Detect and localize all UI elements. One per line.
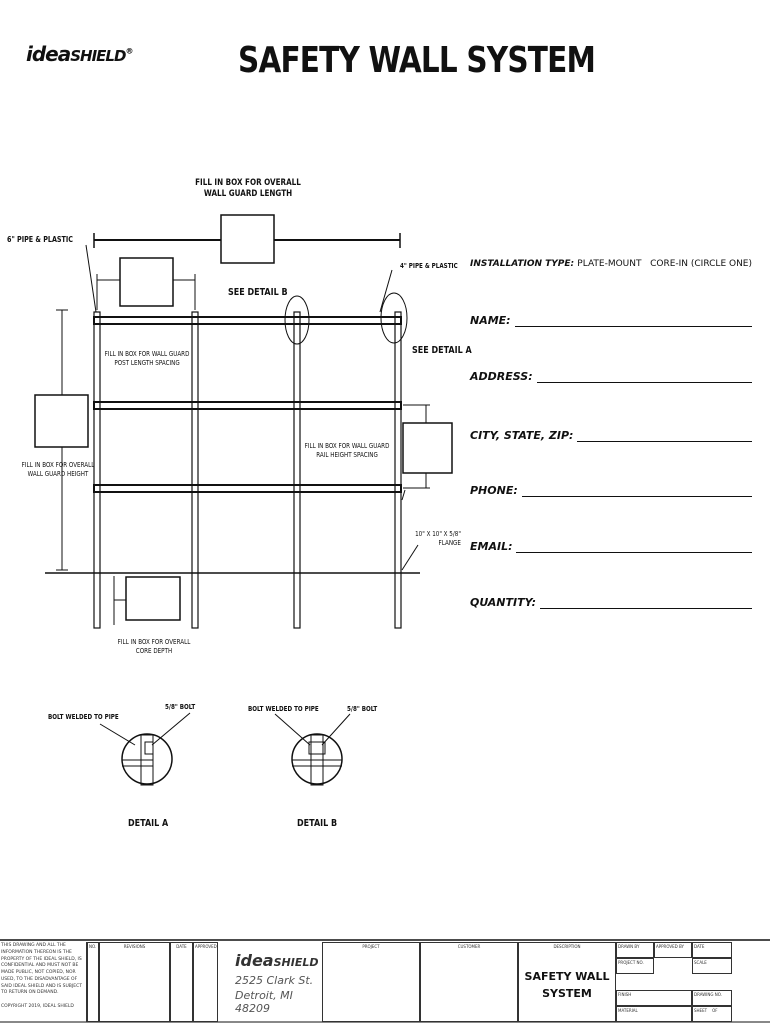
ideal-shield-logo: ideaSHIELD®	[26, 42, 133, 67]
drawn-by: DRAWN BY	[616, 942, 654, 958]
bolt-a-label: 5/8" BOLT	[165, 703, 196, 711]
address-line-2: Detroit, MI 48209	[235, 989, 293, 1015]
date-cell: DATE	[692, 942, 732, 958]
approved-by: APPROVED BY	[654, 942, 692, 958]
col-project: PROJECT	[322, 942, 420, 1022]
col-approved: APPROVED	[193, 942, 218, 1022]
tb-logo-right: SHIELD	[273, 956, 319, 969]
col-description: DESCRIPTION SAFETY WALL SYSTEM	[518, 942, 616, 1022]
flange-label: 10" X 10" X 5/8" FLANGE	[415, 530, 461, 547]
logo-reg: ®	[125, 46, 133, 56]
post-spacing-box[interactable]	[119, 257, 174, 307]
weld-a-label: BOLT WELDED TO PIPE	[48, 713, 119, 721]
col-customer: CUSTOMER	[420, 942, 518, 1022]
sheet-label: SHEET	[694, 1008, 708, 1013]
post-spacing-label: FILL IN BOX FOR WALL GUARD POST LENGTH S…	[104, 350, 190, 367]
tb-logo-left: idea	[235, 951, 274, 970]
bolt-b-label: 5/8" BOLT	[347, 705, 378, 713]
posts	[93, 311, 402, 629]
company-block: ideaSHIELD 2525 Clark St. Detroit, MI 48…	[218, 942, 322, 1022]
see-detail-a: SEE DETAIL A	[412, 345, 472, 356]
city-label: CITY, STATE, ZIP:	[470, 429, 574, 442]
phone-label: PHONE:	[470, 484, 518, 497]
finish-cell: FINISH	[616, 990, 692, 1006]
address-field[interactable]: ADDRESS:	[470, 370, 752, 383]
core-depth-label: FILL IN BOX FOR OVERALL CORE DEPTH	[117, 638, 191, 655]
overall-height-label: FILL IN BOX FOR OVERALL WALL GUARD HEIGH…	[21, 461, 95, 478]
name-field[interactable]: NAME:	[470, 314, 752, 327]
col-no: NO.	[87, 942, 99, 1022]
pipe6-label: 6" PIPE & PLASTIC	[7, 235, 73, 244]
quantity-input-line[interactable]	[540, 597, 752, 609]
of-label: OF	[712, 1008, 718, 1013]
email-field[interactable]: EMAIL:	[470, 540, 752, 553]
material-cell: MATERIAL	[616, 1006, 692, 1022]
phone-field[interactable]: PHONE:	[470, 484, 752, 497]
project-no: PROJECT NO.	[616, 958, 654, 974]
sheet-cell: SHEET OF	[692, 1006, 732, 1022]
address-label: ADDRESS:	[470, 370, 533, 383]
detail-b-label: DETAIL B	[297, 818, 338, 829]
quantity-label: QUANTITY:	[470, 596, 537, 609]
address-input-line[interactable]	[536, 371, 752, 383]
installation-options[interactable]: PLATE-MOUNT CORE-IN (CIRCLE ONE)	[577, 259, 753, 269]
rails	[93, 316, 402, 493]
quantity-field[interactable]: QUANTITY:	[470, 596, 752, 609]
see-detail-b: SEE DETAIL B	[228, 287, 288, 298]
name-input-line[interactable]	[514, 315, 752, 327]
name-label: NAME:	[470, 314, 511, 327]
city-input-line[interactable]	[577, 430, 752, 442]
email-input-line[interactable]	[516, 541, 752, 553]
installation-type-label: INSTALLATION TYPE:	[470, 259, 575, 269]
pipe4-label: 4" PIPE & PLASTIC	[400, 262, 458, 270]
weld-b-label: BOLT WELDED TO PIPE	[248, 705, 319, 713]
email-label: EMAIL:	[470, 540, 513, 553]
page-title: SAFETY WALL SYSTEM	[238, 40, 596, 81]
detail-a-label: DETAIL A	[128, 818, 169, 829]
drawing-no: DRAWING NO.	[692, 990, 732, 1006]
overall-length-label: FILL IN BOX FOR OVERALL WALL GUARD LENGT…	[195, 178, 301, 200]
logo-text-left: idea	[26, 42, 71, 66]
rail-height-label: FILL IN BOX FOR WALL GUARD RAIL HEIGHT S…	[304, 442, 390, 459]
installation-type-field: INSTALLATION TYPE: PLATE-MOUNT CORE-IN (…	[470, 259, 760, 271]
overall-height-box[interactable]	[34, 394, 89, 448]
col-date: DATE	[170, 942, 193, 1022]
notice-text: THIS DRAWING AND ALL THE INFORMATION THE…	[0, 942, 87, 1022]
city-field[interactable]: CITY, STATE, ZIP:	[470, 429, 752, 442]
description-header: DESCRIPTION	[553, 944, 581, 949]
scale-cell: SCALE	[692, 958, 732, 974]
core-depth-box[interactable]	[125, 576, 181, 621]
copyright: COPYRIGHT 2019, IDEAL SHIELD	[1, 1003, 74, 1009]
address-line-1: 2525 Clark St.	[235, 974, 314, 987]
logo-text-right: SHIELD	[70, 47, 126, 65]
rail-height-box[interactable]	[402, 422, 453, 474]
overall-length-box[interactable]	[220, 214, 275, 264]
description-value: SAFETY WALL SYSTEM	[524, 970, 610, 1000]
phone-input-line[interactable]	[521, 485, 752, 497]
col-revisions: REVISIONS	[99, 942, 170, 1022]
notice: THIS DRAWING AND ALL THE INFORMATION THE…	[1, 943, 82, 996]
